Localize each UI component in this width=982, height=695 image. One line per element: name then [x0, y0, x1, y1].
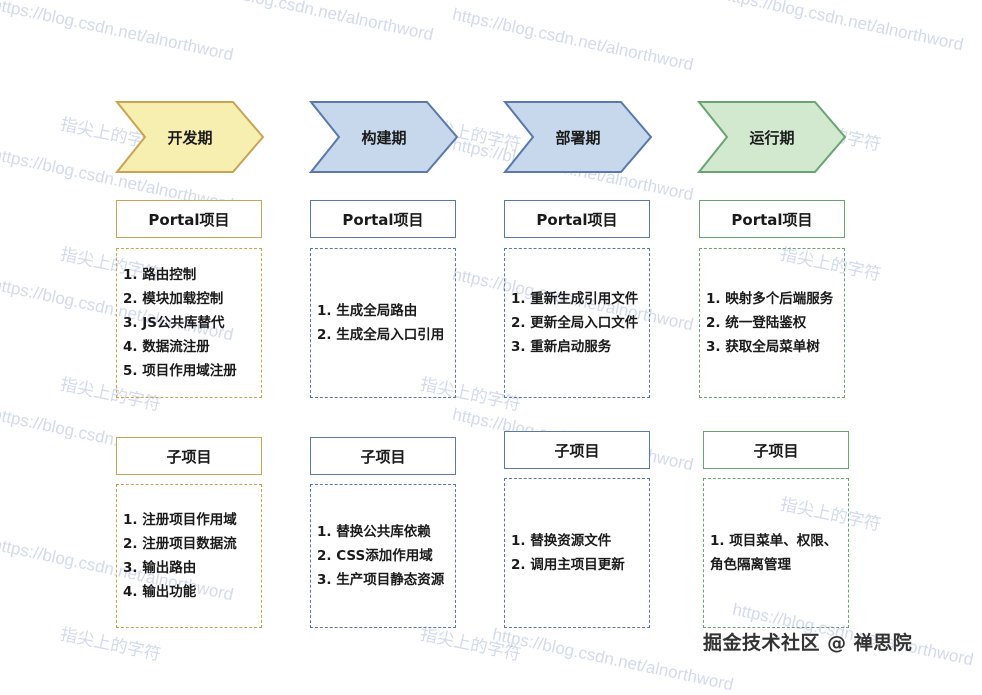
- chevron-deploy-icon: [503, 101, 653, 173]
- phase-label: 构建期: [361, 128, 407, 147]
- list-item: 3. 输出路由: [123, 560, 197, 576]
- portal-title-box: Portal项目: [116, 200, 262, 238]
- portal-items-box: 1. 映射多个后端服务 2. 统一登陆鉴权 3. 获取全局菜单树: [699, 248, 845, 398]
- chevron-dev-icon: [115, 101, 265, 173]
- portal-items-box: 1. 生成全局路由 2. 生成全局入口引用: [310, 248, 456, 398]
- portal-title-box: Portal项目: [504, 200, 650, 238]
- list-item: 2. 注册项目数据流: [123, 536, 237, 552]
- list-item: 3. 获取全局菜单树: [706, 339, 820, 355]
- list-item: 2. CSS添加作用域: [317, 548, 433, 564]
- portal-items-box: 1. 路由控制 2. 模块加载控制 3. JS公共库替代 4. 数据流注册 5.…: [116, 248, 262, 398]
- brand-watermark: 掘金技术社区 @ 禅思院: [703, 632, 913, 654]
- phase-deploy-arrow: 部署期: [503, 100, 653, 174]
- list-item: 3. 生产项目静态资源: [317, 572, 445, 588]
- watermark-text: https://blog.csdn.net/alnorthword: [720, 0, 966, 55]
- list-item: 2. 统一登陆鉴权: [706, 315, 807, 331]
- list-item: 1. 项目菜单、权限、: [710, 533, 838, 549]
- list-item: 3. JS公共库替代: [123, 315, 225, 331]
- list-item: 1. 生成全局路由: [317, 303, 418, 319]
- list-item: 4. 数据流注册: [123, 339, 210, 355]
- sub-items-box: 1. 项目菜单、权限、 角色隔离管理: [703, 478, 849, 628]
- list-item: 1. 注册项目作用域: [123, 512, 237, 528]
- phase-dev-arrow: 开发期: [115, 100, 265, 174]
- list-item: 2. 生成全局入口引用: [317, 327, 445, 343]
- portal-items-box: 1. 重新生成引用文件 2. 更新全局入口文件 3. 重新启动服务: [504, 248, 650, 398]
- list-item: 2. 更新全局入口文件: [511, 315, 639, 331]
- phase-run-arrow: 运行期: [697, 100, 847, 174]
- sub-title-box: 子项目: [116, 437, 262, 475]
- list-item: 2. 模块加载控制: [123, 291, 224, 307]
- phase-build-arrow: 构建期: [309, 100, 459, 174]
- list-item: 3. 重新启动服务: [511, 339, 612, 355]
- watermark-text: https://blog.csdn.net/alnorthword: [0, 0, 236, 65]
- phase-label: 部署期: [555, 128, 601, 147]
- sub-title-box: 子项目: [703, 431, 849, 469]
- list-item: 1. 重新生成引用文件: [511, 291, 639, 307]
- phase-label: 运行期: [749, 128, 795, 147]
- list-item: 1. 路由控制: [123, 267, 197, 283]
- phase-label: 开发期: [167, 128, 213, 147]
- sub-title-box: 子项目: [310, 437, 456, 475]
- list-item: 2. 调用主项目更新: [511, 557, 625, 573]
- list-item: 5. 项目作用域注册: [123, 363, 237, 379]
- sub-items-box: 1. 注册项目作用域 2. 注册项目数据流 3. 输出路由 4. 输出功能: [116, 484, 262, 628]
- sub-items-box: 1. 替换公共库依赖 2. CSS添加作用域 3. 生产项目静态资源: [310, 484, 456, 628]
- sub-title-box: 子项目: [504, 431, 650, 469]
- list-item: 角色隔离管理: [710, 557, 791, 573]
- watermark-text: https://blog.csdn.net/alnorthword: [450, 4, 696, 75]
- list-item: 1. 替换资源文件: [511, 533, 612, 549]
- list-item: 4. 输出功能: [123, 584, 197, 600]
- watermark-text: https://blog.csdn.net/alnorthword: [190, 0, 436, 45]
- chevron-build-icon: [309, 101, 459, 173]
- portal-title-box: Portal项目: [310, 200, 456, 238]
- chevron-run-icon: [697, 101, 847, 173]
- list-item: 1. 映射多个后端服务: [706, 291, 834, 307]
- list-item: 1. 替换公共库依赖: [317, 524, 431, 540]
- portal-title-box: Portal项目: [699, 200, 845, 238]
- sub-items-box: 1. 替换资源文件 2. 调用主项目更新: [504, 478, 650, 628]
- watermark-text: https://blog.csdn.net/alnorthword: [490, 624, 736, 695]
